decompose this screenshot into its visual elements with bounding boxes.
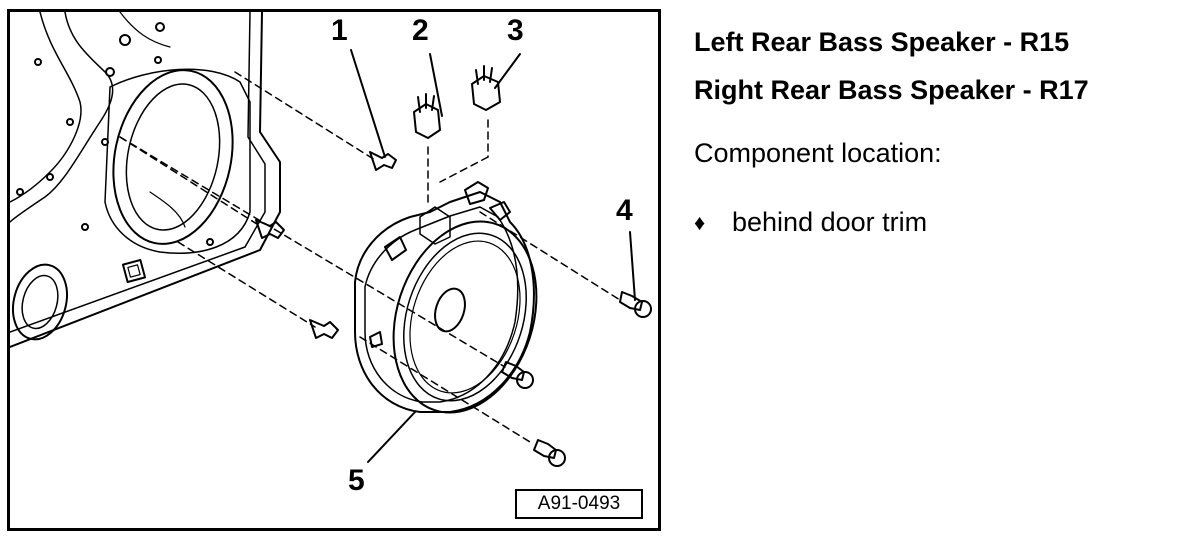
info-panel: Left Rear Bass Speaker - R15 Right Rear … <box>694 18 1174 238</box>
diamond-bullet-icon: ♦ <box>694 209 706 235</box>
callout-4: 4 <box>616 194 633 227</box>
callout-3: 3 <box>507 14 524 47</box>
speaker-exploded-view <box>10 12 652 467</box>
door-panel <box>10 12 281 348</box>
figure-id-label: A91-0493 <box>515 489 643 519</box>
speaker-diagram: 1 2 3 4 5 A91-0493 <box>7 9 661 531</box>
leader-lines <box>350 49 636 463</box>
callout-1: 1 <box>331 14 348 47</box>
assembly-lines <box>119 71 621 443</box>
bullet-item: ♦ behind door trim <box>694 207 1174 238</box>
speaker <box>354 181 538 414</box>
mounting-clips <box>255 151 397 339</box>
connectors <box>413 65 501 139</box>
bullet-text: behind door trim <box>732 207 928 237</box>
component-location-heading: Component location: <box>694 138 942 168</box>
title-left-speaker: Left Rear Bass Speaker - R15 <box>694 27 1070 57</box>
callout-5: 5 <box>348 464 365 497</box>
callout-2: 2 <box>412 14 429 47</box>
title-right-speaker: Right Rear Bass Speaker - R17 <box>694 75 1089 105</box>
screws <box>501 291 652 467</box>
